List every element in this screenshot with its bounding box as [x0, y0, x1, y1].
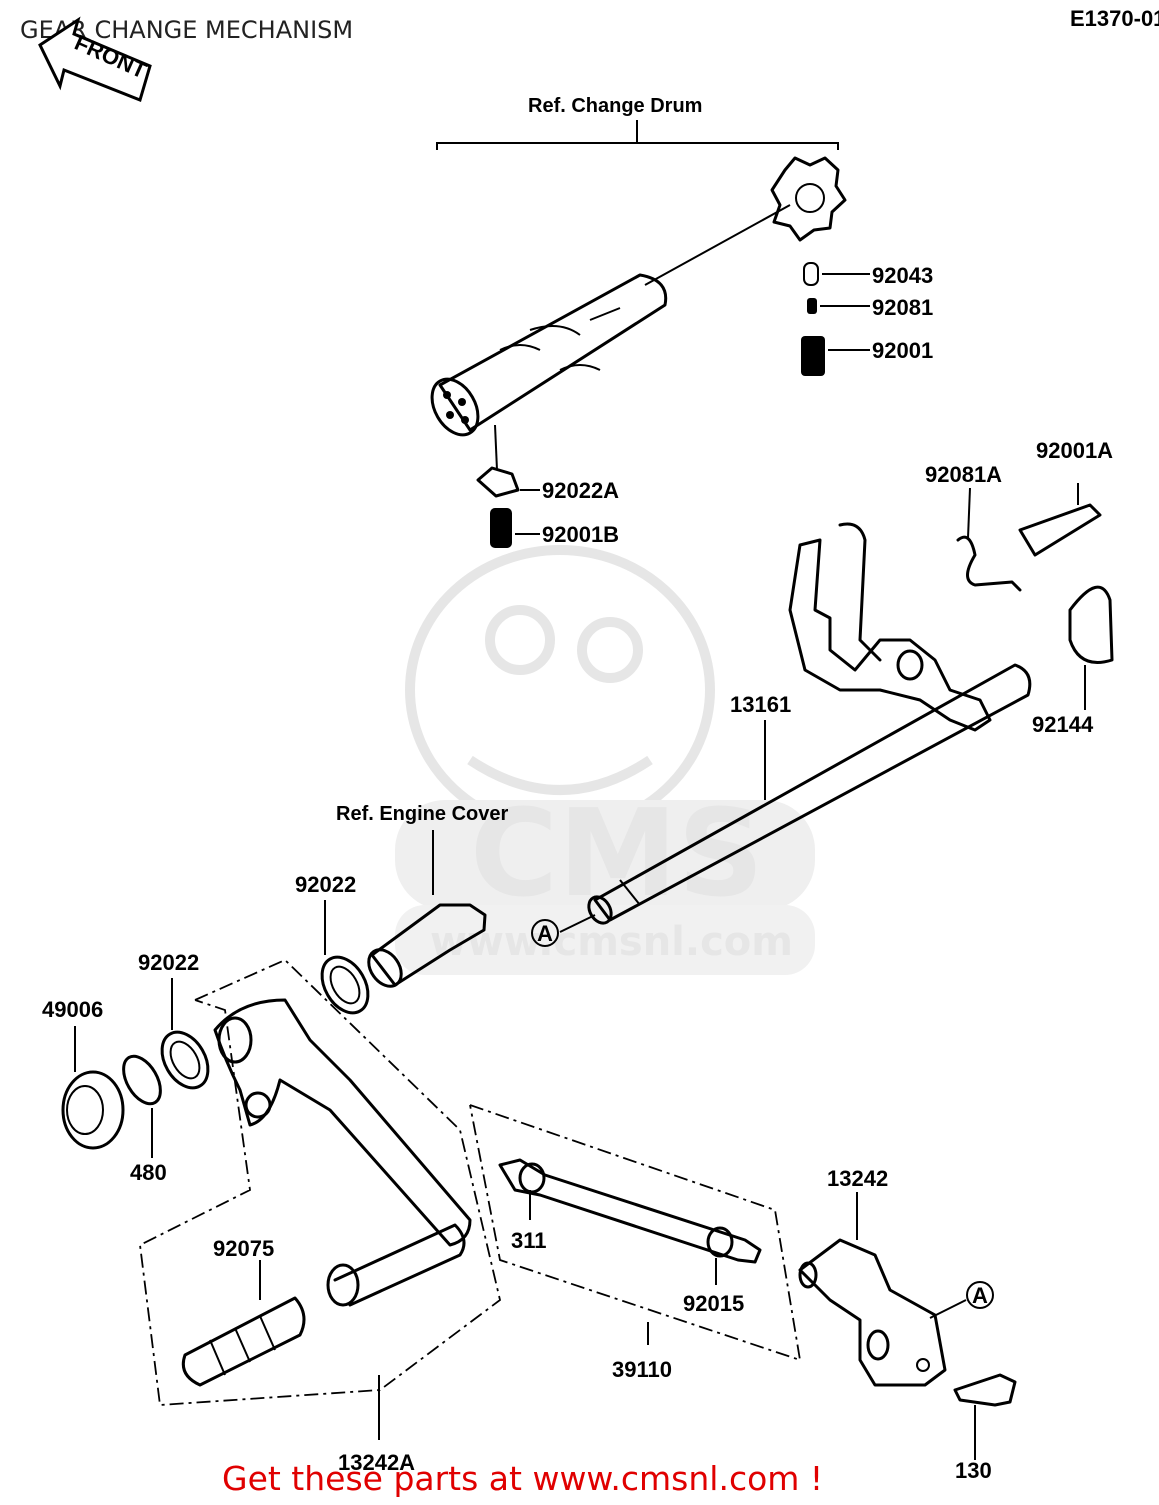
drum-small-parts	[476, 262, 870, 548]
part-130[interactable]: 130	[955, 1458, 992, 1483]
diagram-code: E1370-01	[1070, 6, 1159, 31]
part-92144[interactable]: 92144	[1032, 712, 1094, 737]
watermark-brand: CMS	[470, 785, 764, 924]
part-92022a[interactable]: 92022A	[542, 478, 619, 503]
engine-cover-reference: Ref. Engine Cover	[336, 803, 508, 988]
part-13242[interactable]: 13242	[827, 1166, 888, 1191]
marker-a2-label: A	[972, 1283, 988, 1308]
watermark-url: www.cmsnl.com	[430, 919, 793, 965]
ref-change-drum-label: Ref. Change Drum	[528, 95, 702, 117]
part-92001[interactable]: 92001	[872, 338, 933, 363]
washers-and-cap	[61, 900, 370, 1158]
part-92081a[interactable]: 92081A	[925, 462, 1002, 487]
part-92022-top[interactable]: 92022	[295, 872, 356, 897]
part-92001a[interactable]: 92001A	[1036, 438, 1113, 463]
part-39110[interactable]: 39110	[612, 1357, 672, 1382]
part-92043[interactable]: 92043	[872, 263, 933, 288]
ref-engine-cover-label: Ref. Engine Cover	[336, 803, 508, 825]
part-92081[interactable]: 92081	[872, 295, 933, 320]
shift-shaft	[559, 663, 1032, 933]
promo-link[interactable]: Get these parts at www.cmsnl.com !	[222, 1459, 823, 1498]
marker-a1-label: A	[537, 921, 553, 946]
shift-lever	[798, 1192, 1017, 1460]
part-92075[interactable]: 92075	[213, 1236, 274, 1261]
part-13242a[interactable]: 13242A	[338, 1450, 415, 1475]
part-92001b[interactable]: 92001B	[542, 522, 619, 547]
part-49006[interactable]: 49006	[42, 997, 103, 1022]
part-480[interactable]: 480	[130, 1160, 167, 1185]
shift-fork-assembly	[788, 483, 1114, 732]
change-drum-reference: Ref. Change Drum	[436, 95, 839, 150]
reference-marker-a1: A	[531, 919, 559, 947]
part-311[interactable]: 311	[511, 1228, 547, 1253]
change-drum	[430, 156, 847, 471]
shift-pedal-group	[139, 958, 502, 1440]
part-92015[interactable]: 92015	[683, 1291, 744, 1316]
cms-watermark: CMS www.cmsnl.com	[395, 545, 815, 975]
part-13161[interactable]: 13161	[730, 692, 791, 717]
tie-rod-group	[469, 1104, 802, 1362]
part-92022-left[interactable]: 92022	[138, 950, 199, 975]
reference-marker-a2: A	[929, 1281, 994, 1319]
